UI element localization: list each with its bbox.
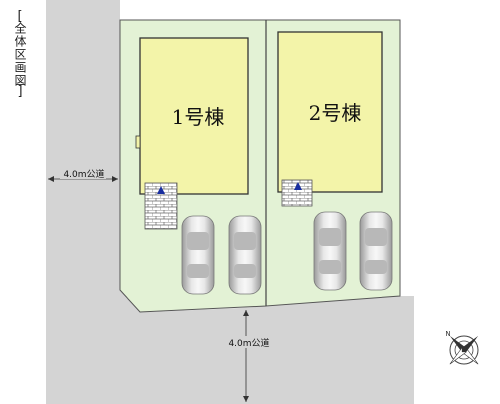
title-bracket-close: ] (17, 84, 23, 99)
lot-2-label: 2号棟 (309, 101, 362, 125)
title-text: 全体区画図 (13, 22, 27, 87)
parking-car-2 (228, 215, 262, 295)
south-road-dimension (243, 310, 249, 402)
entrance-marker-icon (294, 182, 302, 190)
approach-1 (144, 182, 178, 230)
building-1-notch (135, 135, 141, 149)
building-1 (139, 37, 249, 195)
lot-1-label: 1号棟 (172, 105, 225, 129)
compass-icon: N (445, 330, 479, 365)
plan-title: [ 全体区画図 ] (8, 9, 32, 118)
west-road-label: 4.0m公道 (63, 168, 104, 180)
west-road (46, 0, 140, 312)
building-2 (277, 31, 383, 193)
south-road-label: 4.0m公道 (228, 337, 269, 349)
south-road-label-bg (226, 336, 272, 348)
parking-car-1 (181, 215, 215, 295)
parking-car-3 (313, 211, 347, 291)
compass-north-label: N (445, 330, 450, 338)
entrance-marker-icon (157, 186, 165, 194)
west-road-label-bg (60, 167, 106, 179)
approach-2 (281, 179, 313, 207)
parking-car-4 (359, 211, 393, 291)
title-bracket-open: [ (17, 9, 23, 24)
south-road (46, 296, 414, 404)
